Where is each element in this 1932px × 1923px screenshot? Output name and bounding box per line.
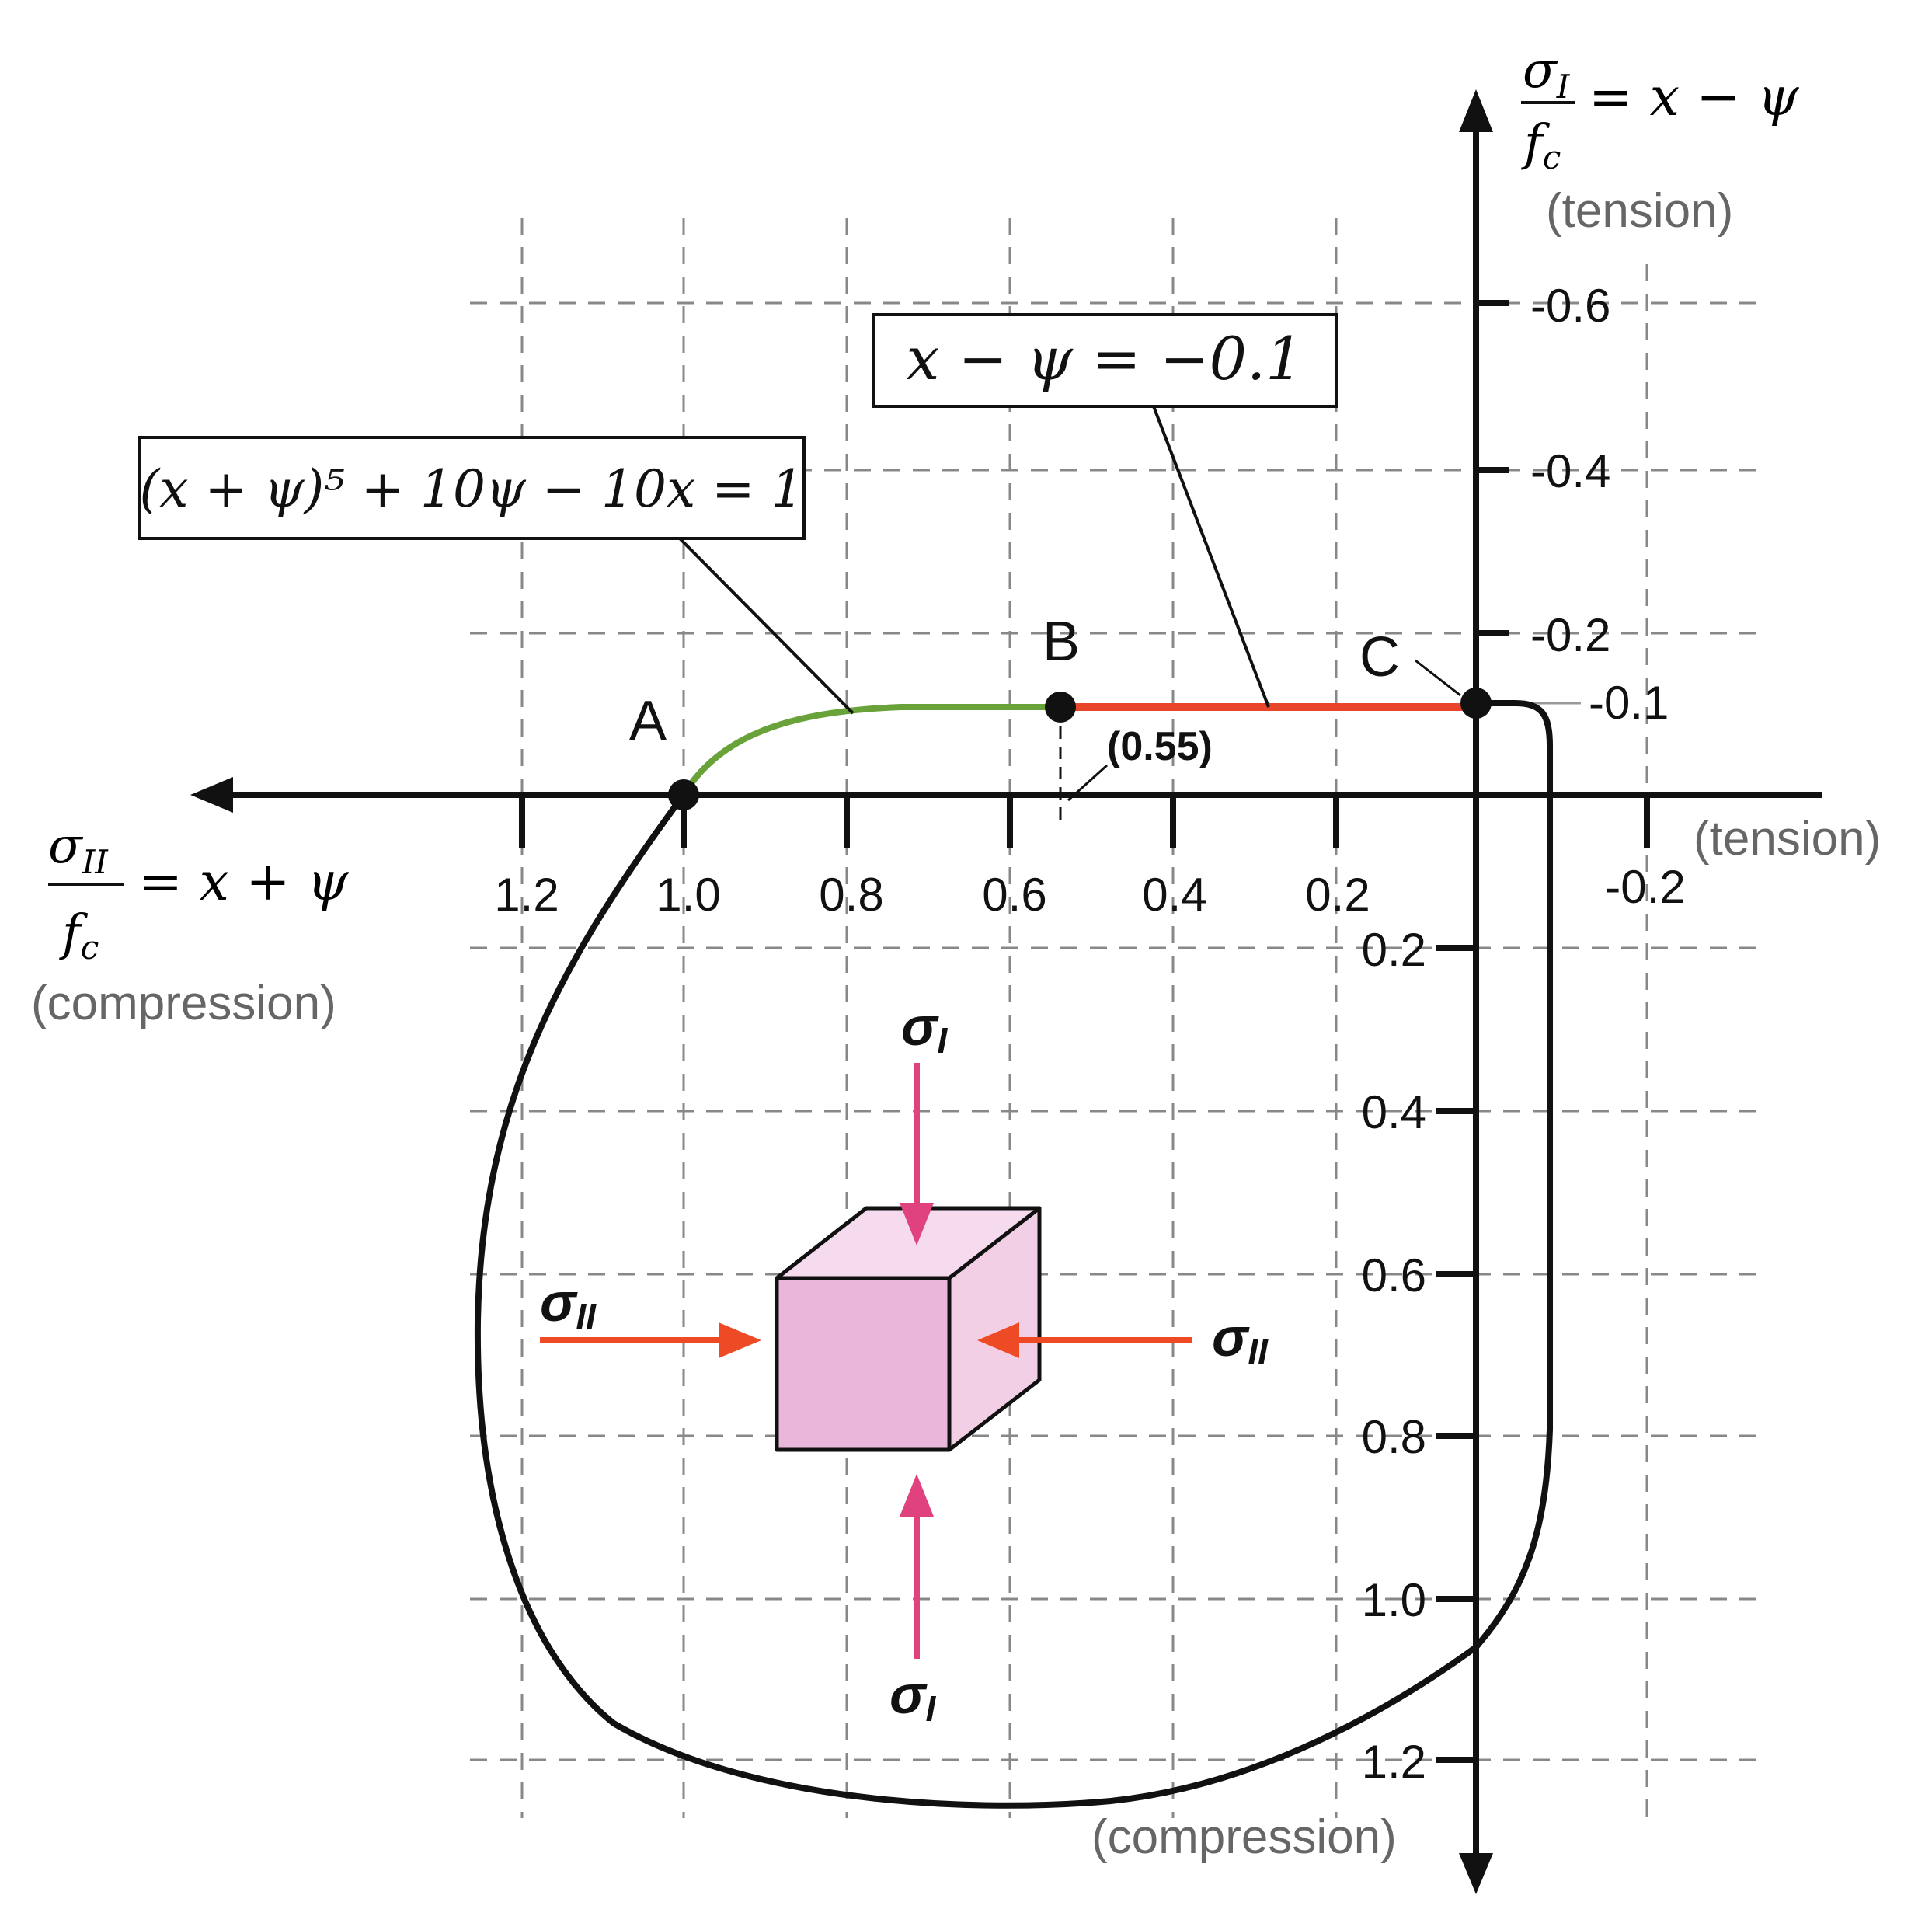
b-value-leader — [1067, 764, 1109, 802]
grid — [470, 218, 1760, 1818]
point-c-leader — [1415, 659, 1461, 697]
vertical-ticks-upper — [1476, 300, 1509, 636]
failure-envelope-curve — [474, 700, 1553, 1809]
y-tick-label: 1.0 — [1362, 1574, 1426, 1626]
b-value-label: (0.55) — [1107, 724, 1213, 769]
vertical-axis: -0.6 -0.4 -0.2 -0.1 0.2 0.4 0.6 0.8 1.0 … — [1091, 42, 1799, 1894]
v-title-denominator: fc — [1521, 114, 1561, 176]
red-line-equation-box: x − ψ = −0.1 — [872, 313, 1338, 708]
x-tick-label: 0.2 — [1305, 869, 1370, 921]
horizontal-axis: 1.2 1.0 0.8 0.6 0.4 0.2 -0.2 (tension) σ… — [31, 777, 1881, 1030]
green-equation-leader — [678, 537, 855, 715]
green-curve-equation-box: (x + ψ)⁵ + 10ψ − 10x = 1 — [138, 436, 855, 715]
vertical-ticks-lower — [1436, 945, 1476, 1763]
point-c-label: C — [1359, 626, 1400, 688]
y-tick-label: 0.8 — [1362, 1411, 1426, 1463]
y-tick-label: -0.4 — [1530, 445, 1610, 497]
vertical-tick-labels-lower: 0.2 0.4 0.6 0.8 1.0 1.2 — [1362, 924, 1426, 1788]
point-a-label: A — [629, 690, 667, 752]
sigma-i-bottom-arrow — [900, 1474, 934, 1659]
h-title-rhs: = x + ψ — [138, 852, 349, 913]
green-equation-frame — [138, 436, 806, 540]
sigma-ii-left-label: σII — [540, 1272, 597, 1336]
horizontal-tick-labels: 1.2 1.0 0.8 0.6 0.4 0.2 -0.2 — [494, 861, 1685, 921]
horizontal-compression-caption: (compression) — [31, 977, 336, 1030]
sigma-i-top-arrow — [900, 1063, 934, 1245]
point-b-marker — [1045, 692, 1076, 723]
y-tick-label: 1.2 — [1362, 1736, 1426, 1788]
vertical-axis-bottom-arrowhead — [1459, 1853, 1493, 1894]
red-equation-text: x − ψ = −0.1 — [907, 324, 1304, 393]
sigma-ii-left-arrow — [540, 1322, 761, 1358]
sigma-ii-right-arrow — [977, 1322, 1192, 1358]
red-equation-frame — [872, 313, 1338, 408]
green-curve-a-to-b — [681, 704, 1060, 797]
y-tick-label: -0.1 — [1589, 677, 1669, 729]
h-title-denominator: fc — [59, 904, 99, 967]
v-title-numerator: σI — [1523, 42, 1571, 106]
vertical-tick-labels-upper: -0.6 -0.4 -0.2 -0.1 — [1530, 280, 1669, 729]
horizontal-tension-caption: (tension) — [1694, 812, 1881, 866]
vertical-tension-caption: (tension) — [1546, 184, 1733, 238]
x-tick-label: 0.8 — [819, 869, 883, 921]
cube-front-face — [775, 1276, 952, 1452]
vertical-axis-title: σI fc = x − ψ — [1521, 42, 1799, 176]
stress-element-cube — [775, 1206, 1042, 1452]
x-tick-label: 0.4 — [1142, 869, 1206, 921]
y-tick-label: 0.2 — [1362, 924, 1426, 976]
vertical-axis-top-arrowhead — [1459, 89, 1493, 132]
x-tick-label: -0.2 — [1605, 861, 1685, 913]
horizontal-ticks — [519, 795, 1650, 848]
sigma-i-top-label: σI — [901, 996, 948, 1061]
point-c-marker — [1460, 688, 1492, 719]
horizontal-axis-title: σII fc = x + ψ — [48, 817, 349, 967]
vertical-compression-caption: (compression) — [1091, 1810, 1397, 1864]
v-title-rhs: = x − ψ — [1589, 67, 1799, 128]
y-tick-label: 0.6 — [1362, 1249, 1426, 1301]
y-tick-label: -0.2 — [1530, 609, 1610, 661]
horizontal-axis-arrowhead — [190, 777, 233, 813]
red-equation-leader — [1152, 406, 1270, 708]
x-tick-label: 0.6 — [982, 869, 1046, 921]
green-equation-text: (x + ψ)⁵ + 10ψ − 10x = 1 — [140, 459, 804, 519]
point-b-label: B — [1043, 611, 1080, 673]
y-tick-label: 0.4 — [1362, 1086, 1426, 1138]
sigma-ii-right-label: σII — [1212, 1307, 1269, 1371]
x-tick-label: 1.0 — [656, 869, 720, 921]
sigma-i-bottom-label: σI — [889, 1664, 936, 1729]
y-tick-label: -0.6 — [1530, 280, 1610, 332]
x-tick-label: 1.2 — [494, 869, 559, 921]
point-a-marker — [668, 779, 699, 810]
h-title-numerator: σII — [48, 817, 109, 881]
